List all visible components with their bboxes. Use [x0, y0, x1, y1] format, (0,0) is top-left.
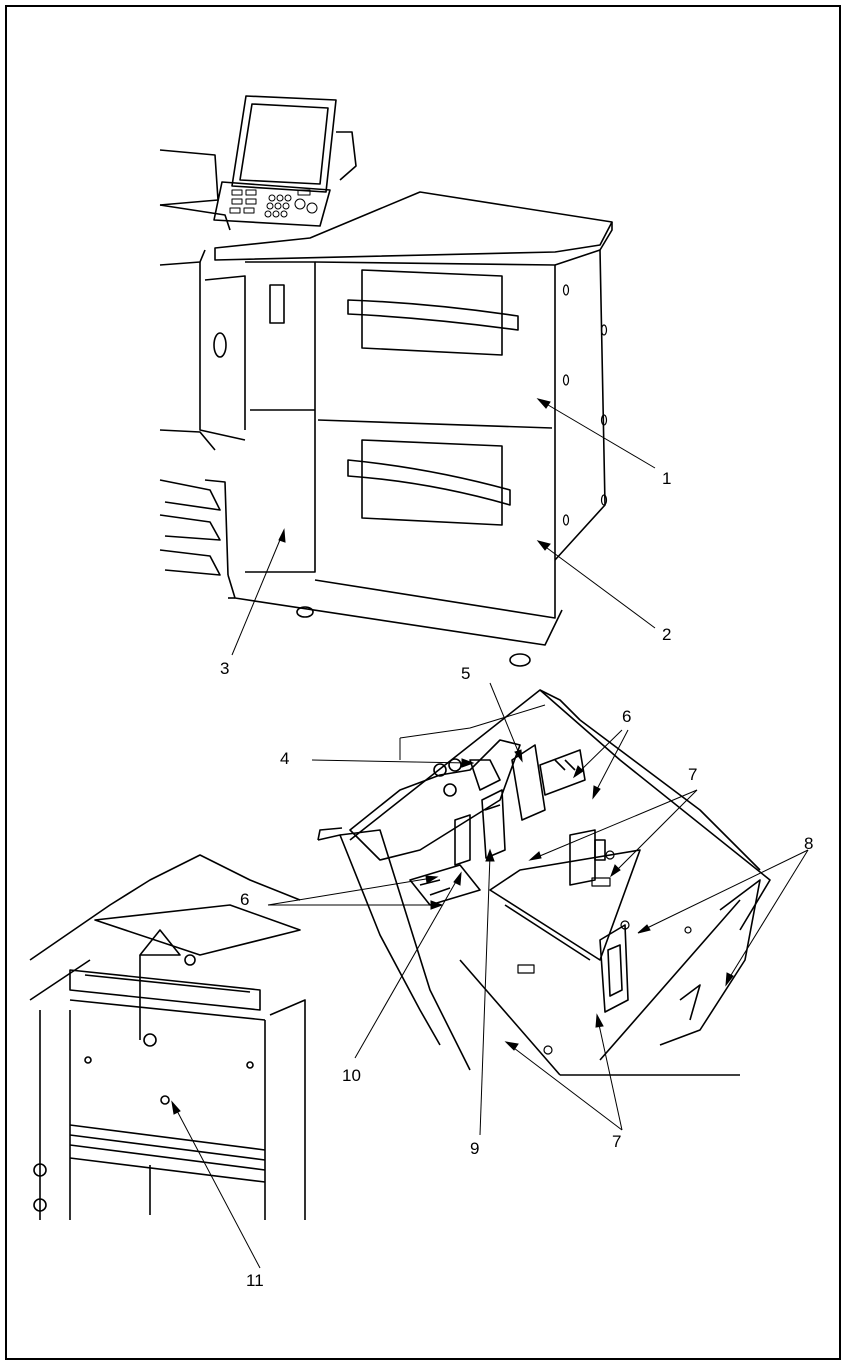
callout-3: 3 — [220, 659, 230, 678]
leader-lines — [171, 398, 809, 1269]
callout-6-upper: 6 — [622, 707, 632, 726]
callout-1: 1 — [662, 469, 672, 488]
control-panel-icon — [213, 95, 357, 227]
tray-lift-illustration — [29, 854, 306, 1220]
page-border — [5, 5, 841, 1360]
callout-5: 5 — [461, 664, 471, 683]
callout-7-lower: 7 — [612, 1132, 622, 1151]
callout-11: 11 — [246, 1271, 264, 1290]
callout-8: 8 — [804, 834, 814, 853]
callout-9: 9 — [470, 1139, 480, 1158]
copier-illustration — [159, 95, 613, 667]
tray-interior-illustration — [317, 689, 771, 1076]
callout-2: 2 — [662, 625, 672, 644]
callout-6-lower: 6 — [240, 890, 250, 909]
callout-4: 4 — [280, 749, 290, 768]
callout-10: 10 — [342, 1066, 361, 1085]
callout-7-upper: 7 — [688, 765, 698, 784]
